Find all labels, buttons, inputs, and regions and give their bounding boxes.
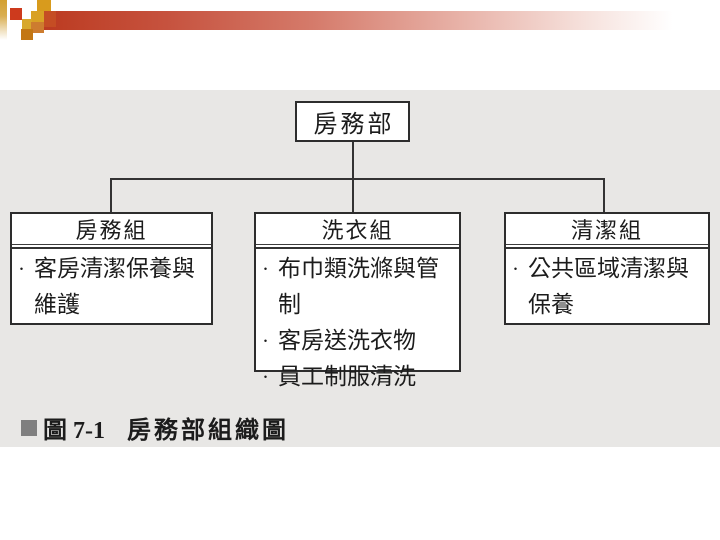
bullet-text: 員工制服清洗 bbox=[278, 364, 416, 389]
bullet-dot: · bbox=[512, 257, 519, 281]
bullet-dot: · bbox=[262, 257, 269, 281]
bullet-text: 公共區域清潔與保養 bbox=[528, 256, 689, 317]
org-box-body: · 布巾類洗滌與管制 · 客房送洗衣物 · 員工制服清洗 bbox=[256, 247, 459, 395]
org-root-box: 房務部 bbox=[295, 101, 410, 142]
org-box-body: · 客房清潔保養與維護 bbox=[12, 247, 211, 323]
bullet-item: · 客房清潔保養與維護 bbox=[18, 251, 209, 323]
bullet-text: 布巾類洗滌與管制 bbox=[278, 256, 439, 317]
bullet-item: · 員工制服清洗 bbox=[262, 359, 457, 395]
caption-figure-title: 房務部組織圖 bbox=[127, 418, 289, 444]
caption-marker-square bbox=[21, 419, 37, 436]
top-banner bbox=[0, 0, 720, 46]
connector-vertical-left bbox=[110, 178, 112, 212]
org-box-title: 洗衣組 bbox=[256, 214, 459, 245]
decor-square-gold-top bbox=[37, 0, 51, 12]
bullet-item: · 客房送洗衣物 bbox=[262, 323, 457, 359]
decor-square-gold-mid bbox=[31, 11, 44, 22]
caption-figure-label: 圖 7-1 bbox=[43, 418, 105, 444]
bullet-dot: · bbox=[18, 257, 25, 281]
org-box-title: 房務組 bbox=[12, 214, 211, 245]
red-gradient-bar bbox=[44, 11, 720, 30]
decor-square-red bbox=[10, 8, 22, 20]
connector-vertical-center bbox=[352, 142, 354, 212]
figure-caption: 圖 7-1 房務部組織圖 bbox=[21, 410, 289, 445]
decor-square-gold-small bbox=[22, 19, 32, 29]
org-box-body: · 公共區域清潔與保養 bbox=[506, 247, 708, 323]
decor-square-orange-mid bbox=[31, 22, 44, 33]
org-box-housekeeping-section: 房務組 · 客房清潔保養與維護 bbox=[10, 212, 213, 325]
bullet-dot: · bbox=[262, 365, 269, 389]
org-root-label: 房務部 bbox=[313, 112, 395, 138]
org-box-cleaning-section: 清潔組 · 公共區域清潔與保養 bbox=[504, 212, 710, 325]
connector-vertical-right bbox=[603, 178, 605, 212]
gold-strip-decor bbox=[0, 0, 7, 40]
decor-square-orange-dark bbox=[21, 29, 33, 40]
bullet-text: 客房送洗衣物 bbox=[278, 328, 416, 353]
bullet-item: · 布巾類洗滌與管制 bbox=[262, 251, 457, 323]
org-box-title: 清潔組 bbox=[506, 214, 708, 245]
decor-square-orange-deep bbox=[44, 11, 56, 27]
org-box-laundry-section: 洗衣組 · 布巾類洗滌與管制 · 客房送洗衣物 · 員工制服清洗 bbox=[254, 212, 461, 389]
bullet-item: · 公共區域清潔與保養 bbox=[512, 251, 706, 323]
bullet-text: 客房清潔保養與維護 bbox=[34, 256, 195, 317]
connector-horizontal bbox=[110, 178, 605, 180]
bullet-dot: · bbox=[262, 329, 269, 353]
